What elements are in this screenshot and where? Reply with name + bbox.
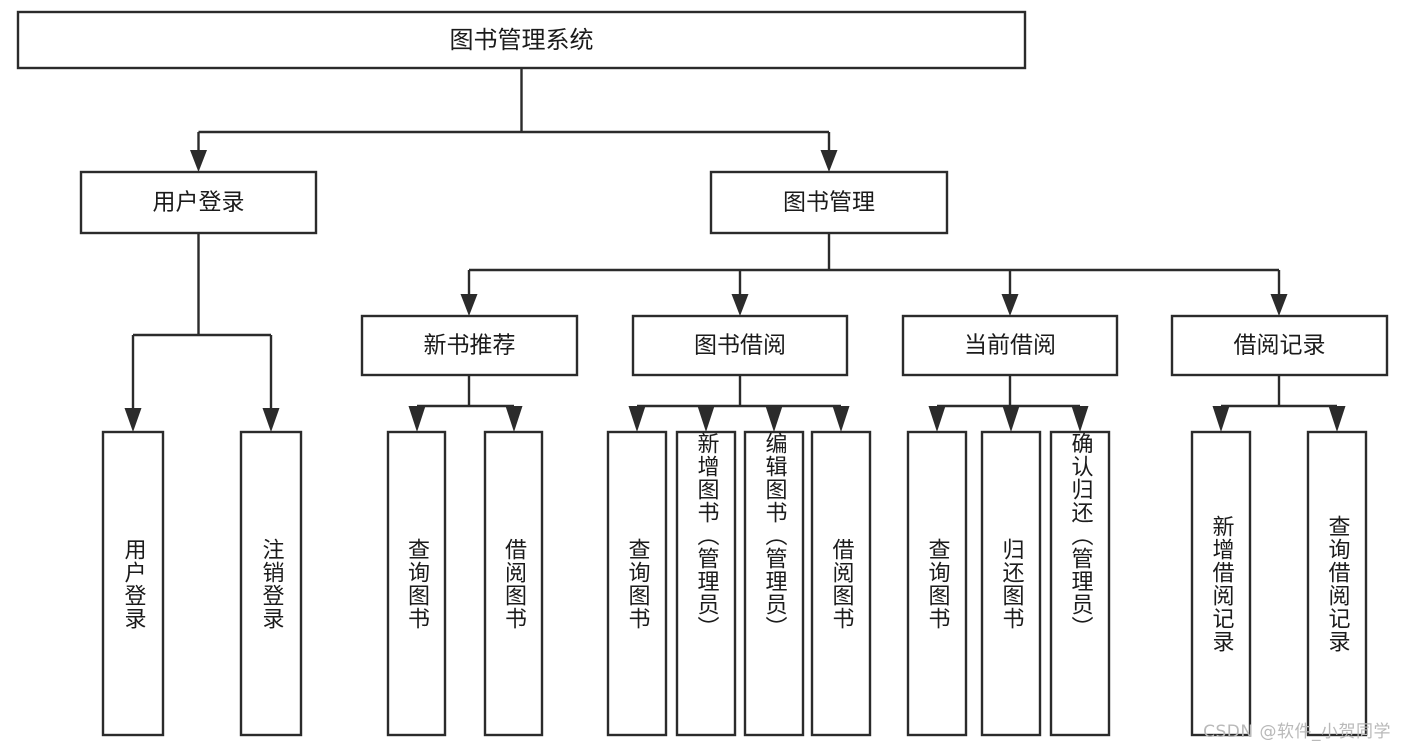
arrow-head-leaf-add-record bbox=[1212, 406, 1230, 432]
arrow-head-leaf-borrow-book-2 bbox=[832, 406, 850, 432]
leaf-box-add-book[interactable] bbox=[675, 430, 737, 737]
node-book-borrow-box[interactable] bbox=[631, 314, 849, 377]
connector-group-currentborrow bbox=[928, 375, 1089, 432]
arrow-head-leaf-query-book-2 bbox=[628, 406, 646, 432]
connector-group-borrowbook bbox=[628, 375, 850, 432]
connector-group-root bbox=[190, 68, 838, 172]
node-book-management-label: 图书管理 bbox=[783, 190, 875, 216]
arrow-head-leaf-query-book-1 bbox=[408, 406, 426, 432]
arrow-head-borrowrecord bbox=[1270, 294, 1288, 316]
leaf-box-borrow-book-2[interactable] bbox=[810, 430, 872, 737]
node-root-box[interactable] bbox=[16, 10, 1027, 70]
leaf-box-user-login[interactable] bbox=[101, 430, 165, 737]
arrow-head-leaf-return-book bbox=[1002, 406, 1020, 432]
node-borrow-record-label: 借阅记录 bbox=[1234, 333, 1326, 359]
node-current-borrow-label: 当前借阅 bbox=[964, 333, 1056, 359]
arrow-head-leaf-edit-book bbox=[765, 406, 783, 432]
arrow-head-newbook bbox=[460, 294, 478, 316]
node-current-borrow[interactable]: 当前借阅 bbox=[901, 314, 1119, 377]
connector-group-bookmgmt bbox=[460, 233, 1288, 316]
node-user-login-label: 用户登录 bbox=[153, 190, 245, 216]
node-new-book-recommend-label: 新书推荐 bbox=[424, 333, 516, 359]
node-book-management-box[interactable] bbox=[709, 170, 949, 235]
leaf-box-return-book[interactable] bbox=[980, 430, 1042, 737]
arrow-head-borrowbook bbox=[731, 294, 749, 316]
leaf-box-group bbox=[101, 430, 1368, 737]
leaf-box-edit-book[interactable] bbox=[743, 430, 805, 737]
leaf-box-add-record[interactable] bbox=[1190, 430, 1252, 737]
arrow-head-leaf-userlogin bbox=[124, 408, 142, 432]
node-borrow-record-box[interactable] bbox=[1170, 314, 1389, 377]
node-borrow-record[interactable]: 借阅记录 bbox=[1170, 314, 1389, 377]
connector-group-borrowrecord bbox=[1212, 375, 1346, 432]
arrow-head-leaf-confirm-return bbox=[1071, 406, 1089, 432]
node-book-management[interactable]: 图书管理 bbox=[709, 170, 949, 235]
node-user-login-box[interactable] bbox=[79, 170, 318, 235]
leaf-box-query-book-2[interactable] bbox=[606, 430, 668, 737]
leaf-box-confirm-return[interactable] bbox=[1049, 430, 1111, 737]
arrow-head-leaf-logout bbox=[262, 408, 280, 432]
node-book-borrow[interactable]: 图书借阅 bbox=[631, 314, 849, 377]
arrow-head-userlogin bbox=[190, 150, 207, 172]
arrow-head-bookmgmt bbox=[820, 150, 838, 172]
leaf-box-logout[interactable] bbox=[239, 430, 303, 737]
arrow-head-leaf-query-record bbox=[1328, 406, 1346, 432]
connector-group-newbook bbox=[408, 375, 523, 432]
leaf-box-query-record[interactable] bbox=[1306, 430, 1368, 737]
arrow-head-leaf-add-book bbox=[697, 406, 715, 432]
node-user-login[interactable]: 用户登录 bbox=[79, 170, 318, 235]
arrow-head-currentborrow bbox=[1001, 294, 1019, 316]
leaf-box-query-book-3[interactable] bbox=[906, 430, 968, 737]
leaf-box-query-book-1[interactable] bbox=[386, 430, 447, 737]
arrow-head-leaf-borrow-book-1 bbox=[505, 406, 523, 432]
node-current-borrow-box[interactable] bbox=[901, 314, 1119, 377]
connector-group-userlogin bbox=[124, 233, 280, 432]
node-new-book-recommend-box[interactable] bbox=[360, 314, 579, 377]
node-new-book-recommend[interactable]: 新书推荐 bbox=[360, 314, 579, 377]
node-root[interactable]: 图书管理系统 bbox=[16, 10, 1027, 70]
node-root-label: 图书管理系统 bbox=[450, 26, 594, 54]
node-book-borrow-label: 图书借阅 bbox=[694, 333, 786, 359]
arrow-head-leaf-query-book-3 bbox=[928, 406, 946, 432]
leaf-box-borrow-book-1[interactable] bbox=[483, 430, 544, 737]
